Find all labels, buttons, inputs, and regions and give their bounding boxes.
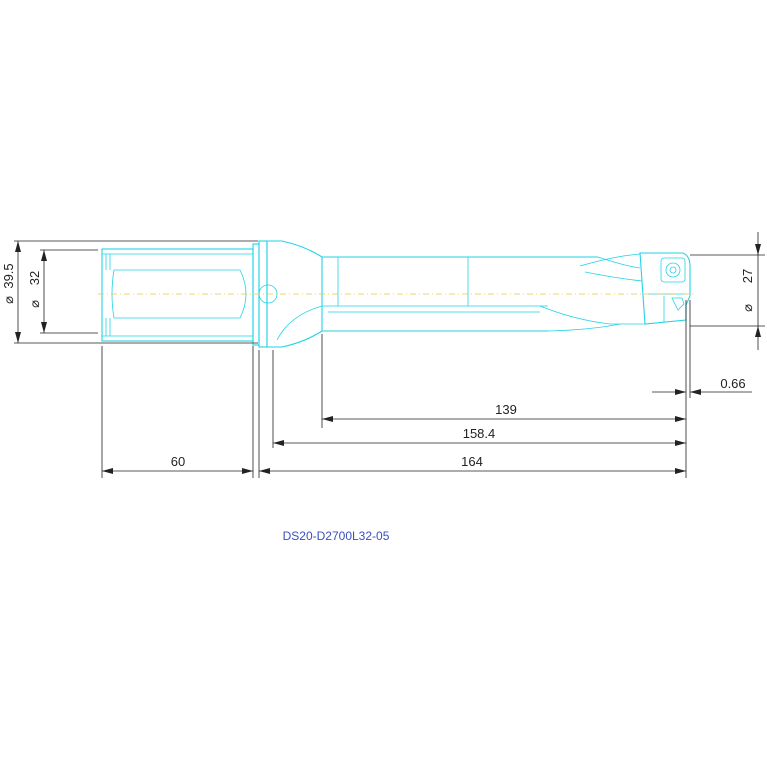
- label-shank-length: 60: [171, 454, 185, 469]
- arrow-body-right: [675, 440, 686, 446]
- head-chip: [671, 297, 685, 311]
- arrow-dia-top: [41, 250, 47, 261]
- arrow-overall-left: [259, 468, 270, 474]
- flute-curve-2: [547, 323, 621, 332]
- arrow-cut-top: [755, 244, 761, 255]
- drill-head: [639, 252, 691, 325]
- flute-curve-1: [539, 305, 645, 325]
- arrow-shank-right: [242, 468, 253, 474]
- label-body-length: 158.4: [463, 426, 496, 441]
- arrow-body-left: [273, 440, 284, 446]
- arrow-shank-left: [102, 468, 113, 474]
- label-odia-value: 39.5: [1, 263, 16, 288]
- shank-body: [101, 248, 254, 342]
- arrow-dia-bottom: [41, 322, 47, 333]
- label-overall-length: 164: [461, 454, 483, 469]
- flange-ring: [252, 243, 260, 346]
- insert-pocket: [660, 257, 686, 283]
- arrow-overall-right: [675, 468, 686, 474]
- insert-screw-center: [669, 266, 677, 274]
- label-flute-length: 139: [495, 402, 517, 417]
- label-cut-value: 27: [740, 269, 755, 283]
- label-dia-symbol: ⌀: [27, 300, 42, 308]
- arrow-flute-left: [322, 416, 333, 422]
- flute-curve-5: [584, 271, 643, 282]
- arrow-offset-left: [675, 389, 686, 395]
- label-cut-symbol: ⌀: [740, 304, 755, 312]
- arrow-odia-bottom: [15, 332, 21, 343]
- part-number: DS20-D2700L32-05: [283, 529, 390, 543]
- arrow-offset-right: [690, 389, 701, 395]
- dimensions: ⌀ 39.5 ⌀ 32 ⌀ 27: [1, 232, 765, 478]
- arrow-odia-top: [15, 241, 21, 252]
- arrow-cut-bottom: [755, 326, 761, 337]
- flute-curve-4: [597, 256, 641, 269]
- flute-curve-3: [579, 253, 641, 267]
- shank-flat: [111, 269, 247, 319]
- label-odia-symbol: ⌀: [1, 296, 16, 304]
- label-dia-value: 32: [27, 271, 42, 285]
- arrow-flute-right: [675, 416, 686, 422]
- label-offset: 0.66: [720, 376, 745, 391]
- insert-screw: [665, 262, 681, 278]
- neck-flute-start: [276, 305, 323, 341]
